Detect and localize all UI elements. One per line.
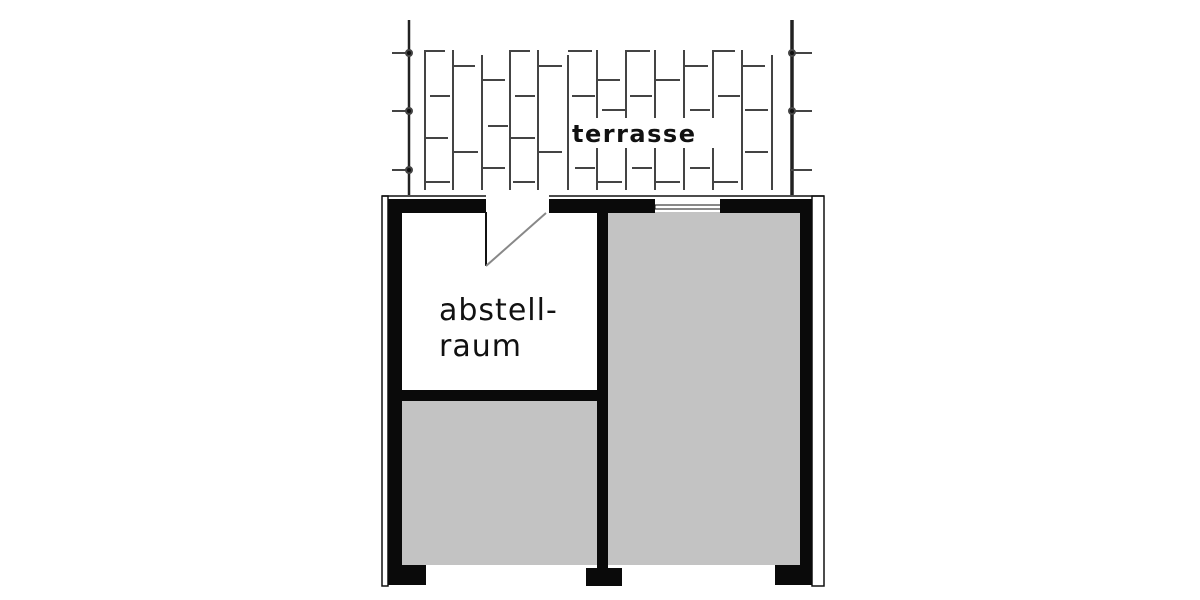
storage-label-line1: abstell- [439, 293, 558, 328]
storage-label-line2: raum [439, 329, 522, 364]
terrace-label: terrasse [572, 120, 696, 148]
room-lower-left [402, 400, 597, 565]
room-right [608, 212, 800, 565]
walls [388, 199, 812, 586]
door-swing [485, 212, 547, 267]
terrace-paving [392, 20, 812, 195]
terrace-label-bg [570, 118, 715, 148]
